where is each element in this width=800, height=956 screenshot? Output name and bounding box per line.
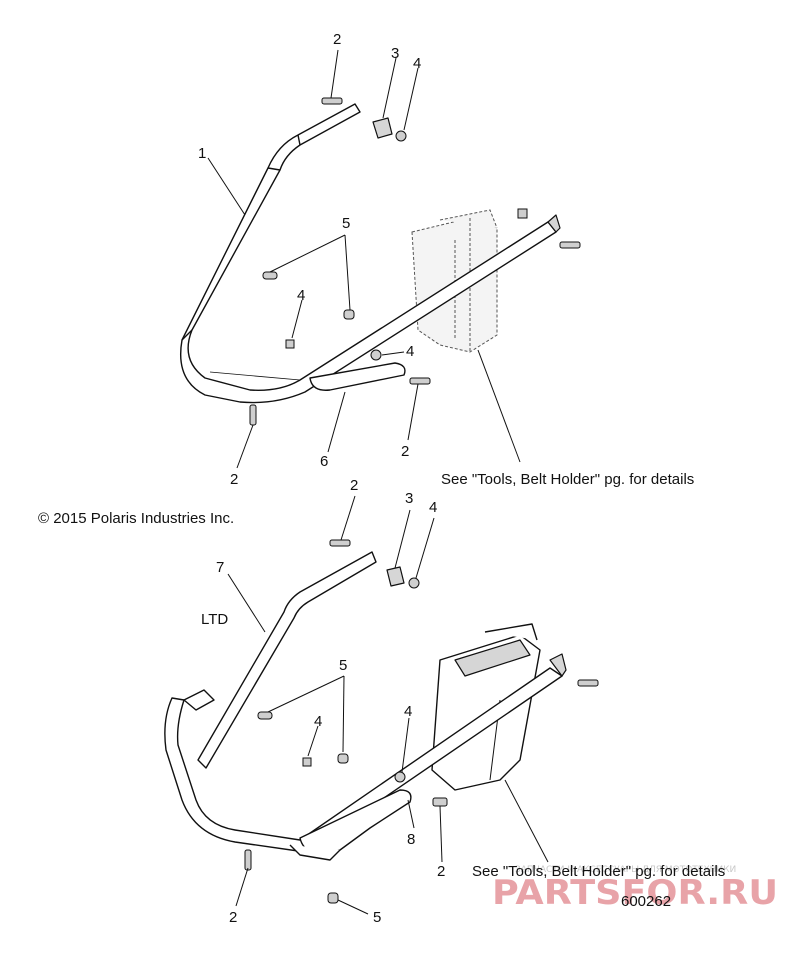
lower-bracket-8: [289, 789, 412, 861]
upper-callout-2-top: 2: [333, 31, 341, 48]
upper-bumper-bar-1: [180, 103, 561, 404]
upper-callout-1: 1: [198, 145, 206, 162]
upper-hardware: [249, 97, 581, 426]
lower-assembly: 2 3 4 7 LTD 5 4 4 8 2 2 5: [164, 477, 599, 926]
lower-callout-8: 8: [407, 831, 415, 848]
lower-callout-3: 3: [405, 490, 413, 507]
lower-bumper-bar-7: [164, 551, 567, 853]
upper-leaders: [207, 49, 521, 469]
upper-callout-4-right: 4: [406, 343, 414, 360]
copyright: © 2015 Polaris Industries Inc.: [38, 510, 234, 527]
upper-callout-4-top: 4: [413, 55, 421, 72]
upper-callout-2-right: 2: [401, 443, 409, 460]
watermark-site: PARTSFOR.RU: [492, 873, 778, 913]
lower-callout-4-mid: 4: [404, 703, 412, 720]
upper-callout-4-left: 4: [297, 287, 305, 304]
watermark: ЗАПЧАСТИ И АКСЕССУАРЫ ДЛЯ МОТОТЕХНИКИ PA…: [492, 865, 778, 913]
upper-callout-6: 6: [320, 453, 328, 470]
lower-variant-label: LTD: [201, 611, 228, 628]
upper-assembly: 2 3 4 1 5 4 4 2 6 2 See "Tools, Belt Hol…: [180, 31, 694, 488]
upper-plate-3: [372, 117, 393, 139]
lower-callout-2-top: 2: [350, 477, 358, 494]
lower-callout-2-bottom: 2: [229, 909, 237, 926]
lower-leaders: [227, 495, 549, 915]
lower-belt-holder: [431, 623, 541, 791]
upper-callout-2-left: 2: [230, 471, 238, 488]
lower-callout-5-bottom: 5: [373, 909, 381, 926]
lower-plate-3: [386, 566, 405, 587]
lower-hardware: [244, 539, 599, 904]
lower-callout-2-right: 2: [437, 863, 445, 880]
lower-belt-holder-note: See "Tools, Belt Holder" pg. for details: [472, 863, 725, 880]
lower-callout-4-left: 4: [314, 713, 322, 730]
upper-callout-3: 3: [391, 45, 399, 62]
watermark-tagline: ЗАПЧАСТИ И АКСЕССУАРЫ ДЛЯ МОТОТЕХНИКИ: [515, 865, 736, 875]
lower-callout-4-top: 4: [429, 499, 437, 516]
upper-bracket-6: [309, 362, 406, 391]
lower-callout-5-top: 5: [339, 657, 347, 674]
lower-callout-7: 7: [216, 559, 224, 576]
upper-callout-5: 5: [342, 215, 350, 232]
upper-belt-holder-note: See "Tools, Belt Holder" pg. for details: [441, 471, 694, 488]
diagram-id: 600262: [621, 893, 671, 910]
